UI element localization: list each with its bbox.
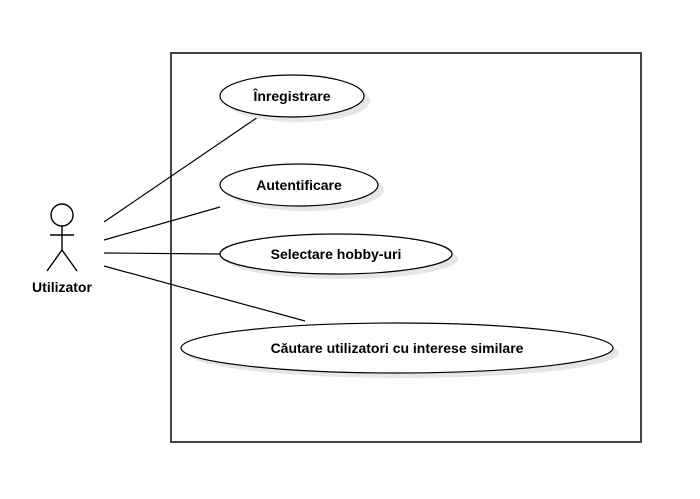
association-line-login (103, 206, 221, 241)
actor-label: Utilizator (32, 279, 92, 295)
use-case-ellipse (219, 233, 453, 275)
association-line-register (103, 116, 259, 223)
use-case-register[interactable]: Înregistrare (219, 74, 370, 122)
actor-head (50, 203, 74, 227)
use-case-label: Căutare utilizatori cu interese similare (271, 340, 524, 356)
use-case-ellipse (219, 163, 379, 207)
association-line-select-hobbies (103, 252, 221, 255)
use-case-search-users[interactable]: Căutare utilizatori cu interese similare (180, 322, 619, 378)
use-case-select-hobbies[interactable]: Selectare hobby-uri (219, 233, 458, 279)
use-case-label: Selectare hobby-uri (271, 246, 402, 262)
use-case-login[interactable]: Autentificare (219, 163, 384, 211)
use-case-label: Înregistrare (252, 87, 330, 104)
use-case-ellipse (219, 74, 365, 118)
actor-left-leg (46, 249, 63, 272)
association-line-search-users (103, 265, 306, 322)
actor-right-leg (61, 249, 78, 272)
use-case-label: Autentificare (256, 177, 342, 193)
stick-figure-icon (46, 203, 78, 272)
use-case-ellipse (180, 322, 614, 374)
actor-utilizator[interactable]: Utilizator (32, 203, 92, 295)
